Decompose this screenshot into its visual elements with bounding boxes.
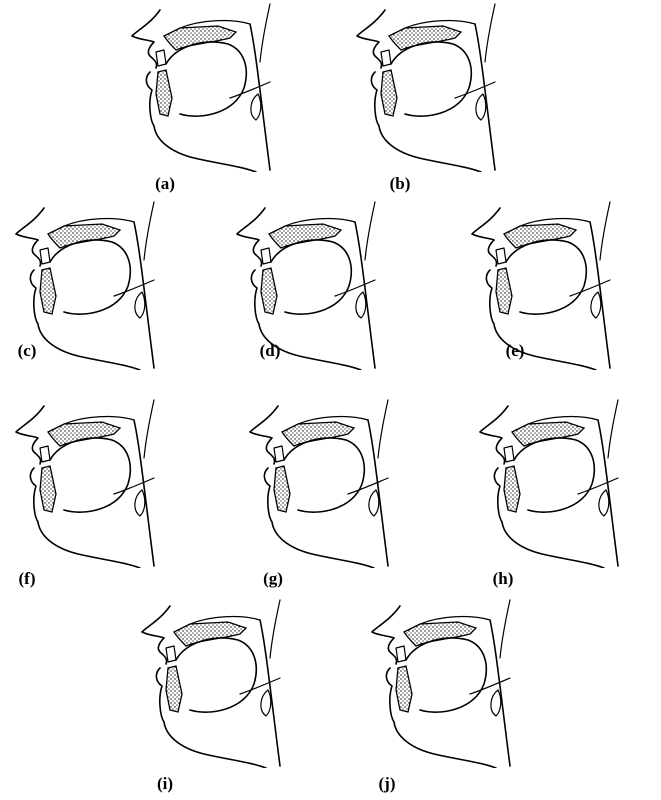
panel-label-c: (c) [0,342,62,359]
panel-c: (c) [4,200,204,390]
panel-i: (i) [130,598,330,788]
vocal-tract-diagram-f [4,398,204,568]
panel-label-e: (e) [480,342,550,359]
vocal-tract-diagram-a [120,2,320,172]
vocal-tract-diagram-b [345,2,545,172]
panel-g: (g) [238,398,438,588]
panel-label-i: (i) [130,775,200,792]
panel-d: (d) [225,200,425,390]
panel-j: (j) [360,598,560,788]
panel-label-h: (h) [468,570,538,587]
panel-b: (b) [345,2,545,192]
panel-label-d: (d) [235,342,305,359]
panel-label-f: (f) [0,570,62,587]
panel-h: (h) [468,398,661,588]
panel-a: (a) [120,2,320,192]
vocal-tract-diagram-h [468,398,661,568]
vocal-tract-diagram-g [238,398,438,568]
vocal-tract-diagram-j [360,598,560,768]
panel-label-a: (a) [130,175,200,192]
panel-e: (e) [460,200,660,390]
vocal-tract-diagram-i [130,598,330,768]
panel-label-b: (b) [365,175,435,192]
panel-label-j: (j) [352,775,422,792]
panel-label-g: (g) [238,570,308,587]
panel-f: (f) [4,398,204,588]
